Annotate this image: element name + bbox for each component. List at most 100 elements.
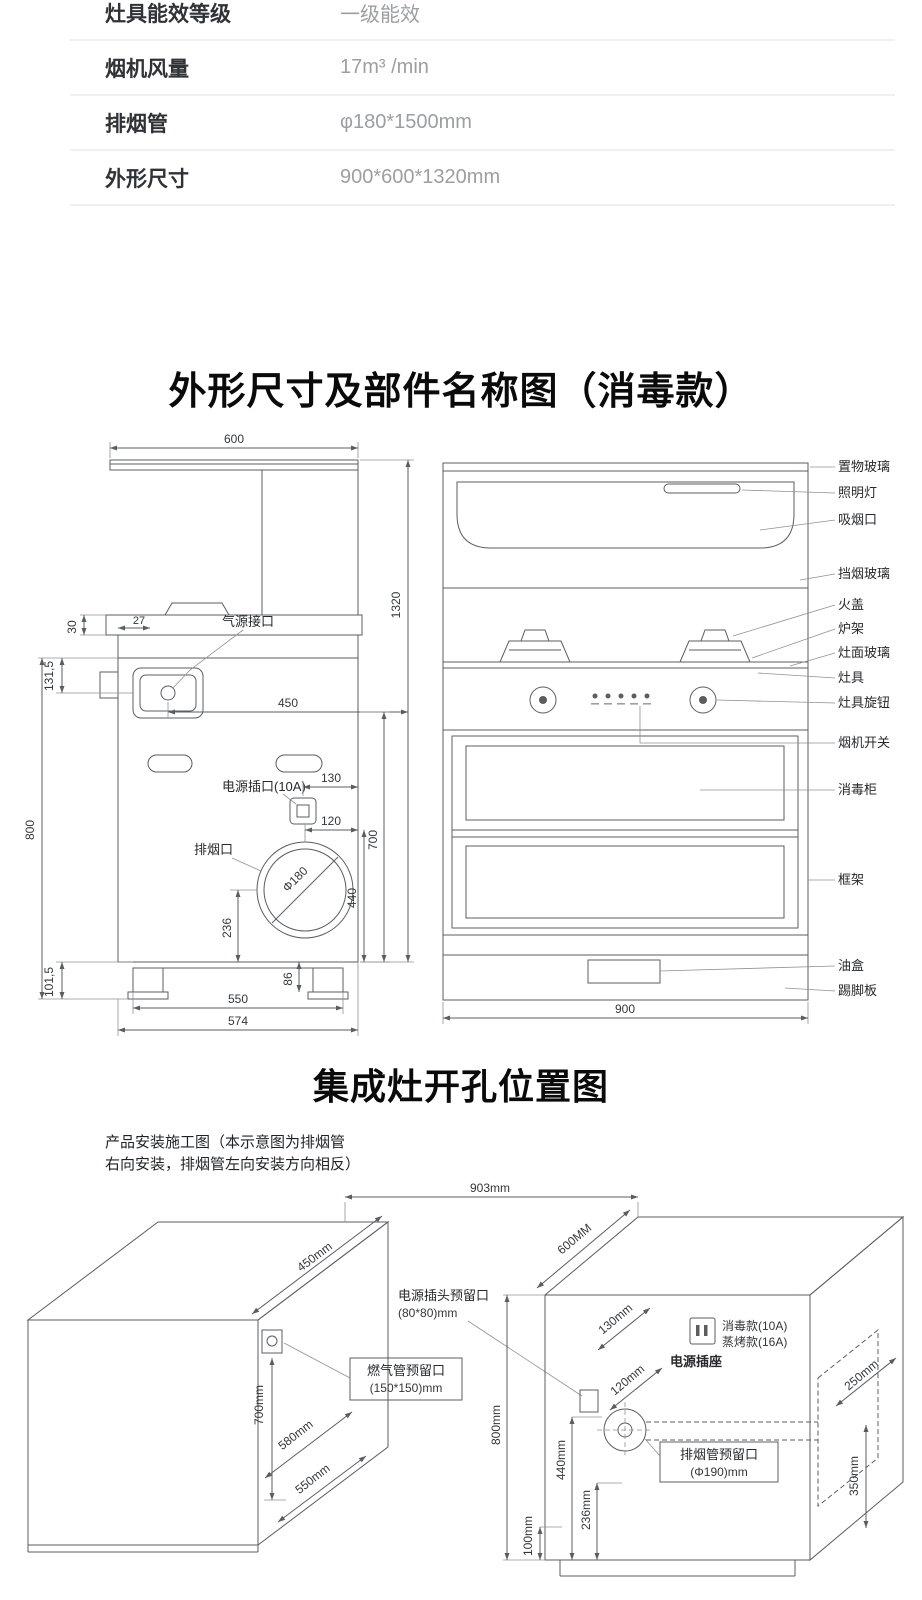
spec-row-energy: 灶具能效等级 一级能效 xyxy=(70,0,895,41)
dim-450: 450 xyxy=(278,696,298,710)
part-label: 灶具旋钮 xyxy=(838,695,890,710)
dim-700mm: 700mm xyxy=(252,1385,266,1425)
dim-800mm: 800mm xyxy=(489,1405,503,1445)
dim-236mm: 236mm xyxy=(579,1490,593,1530)
dim-550: 550 xyxy=(228,992,248,1006)
dim-580mm: 580mm xyxy=(275,1417,315,1453)
gas-reserve-label: 燃气管预留口 xyxy=(367,1363,445,1378)
spec-value: φ180*1500mm xyxy=(340,111,472,133)
plug-reserve-label: 电源插头预留口 xyxy=(398,1288,489,1303)
left-cabinet-drawing xyxy=(26,1220,390,1553)
part-label: 踢脚板 xyxy=(838,983,877,998)
dim-900: 900 xyxy=(615,1002,635,1016)
part-label: 挡烟玻璃 xyxy=(838,566,890,581)
vent-slot xyxy=(275,754,323,773)
gas-pipe-hole xyxy=(261,1329,283,1354)
spec-value: 900*600*1320mm xyxy=(340,166,501,188)
front-view-labels: 置物玻璃 照明灯 吸烟口 挡烟玻璃 火盖 炉架 灶面玻璃 灶具 灶具旋钮 烟机开… xyxy=(442,459,890,1024)
exhaust-outlet-circle xyxy=(256,841,354,939)
plug-reserve-callout: 电源插头预留口 (80*80)mm xyxy=(398,1288,599,1413)
part-label: 烟机开关 xyxy=(838,735,890,750)
part-label: 置物玻璃 xyxy=(838,459,890,474)
left-burner xyxy=(499,629,571,663)
vent-slot xyxy=(147,754,193,773)
dim-700: 700 xyxy=(366,830,380,850)
side-duct-dimensions: 250mm 350mm xyxy=(835,1357,897,1528)
dim-600mm: 600MM xyxy=(555,1221,595,1257)
install-note: 产品安装施工图（本示意图为排烟管 右向安装，排烟管左向安装方向相反） xyxy=(105,1132,360,1176)
exhaust-reserve-size: (Φ190)mm xyxy=(690,1465,748,1479)
dim-130mm: 130mm xyxy=(596,1301,636,1337)
parts-diagram: 600 1320 30 27 气源接口 131,5 800 101,5 xyxy=(23,432,890,1036)
install-diagram-title: 集成灶开孔位置图 xyxy=(312,1066,609,1107)
spec-table: 灶具能效等级 一级能效 烟机风量 17m³ /min 排烟管 φ180*1500… xyxy=(0,0,922,206)
dim-350mm: 350mm xyxy=(847,1456,861,1496)
dim-30: 30 xyxy=(65,620,79,634)
side-view-dimensions: 600 1320 30 27 气源接口 131,5 800 101,5 xyxy=(23,432,414,1036)
oil-box xyxy=(587,959,661,984)
socket-type2: 蒸烤款(16A) xyxy=(722,1334,787,1349)
power-socket-label: 电源插口(10A) xyxy=(222,779,306,794)
parts-diagram-title: 外形尺寸及部件名称图（消毒款） xyxy=(168,371,754,413)
power-socket-callout: 消毒款(10A) 蒸烤款(16A) 电源插座 xyxy=(670,1317,787,1369)
spec-row-duct: 排烟管 φ180*1500mm xyxy=(70,96,895,151)
dim-phi180: Φ180 xyxy=(280,864,311,895)
dim-600: 600 xyxy=(224,432,244,446)
left-cabinet-dimensions: 450mm 700mm 580mm 550mm xyxy=(251,1215,383,1523)
disinfection-cabinet-door xyxy=(451,735,799,929)
part-label: 吸烟口 xyxy=(838,512,877,527)
socket-label: 电源插座 xyxy=(670,1354,722,1369)
part-label: 油盒 xyxy=(838,958,864,973)
exhaust-hole xyxy=(597,1328,879,1508)
exhaust-outlet-label: 排烟口 xyxy=(194,842,233,857)
spec-label: 灶具能效等级 xyxy=(105,2,231,26)
install-note-line1: 产品安装施工图（本示意图为排烟管 xyxy=(105,1134,346,1151)
dim-100mm: 100mm xyxy=(521,1516,535,1556)
dim-130: 130 xyxy=(321,771,341,785)
socket-icon xyxy=(689,1317,716,1345)
dim-550mm: 550mm xyxy=(292,1461,332,1497)
dim-236: 236 xyxy=(220,918,234,938)
smoke-intake-opening xyxy=(456,481,795,549)
gas-reserve-size: (150*150)mm xyxy=(370,1381,443,1395)
dim-903mm: 903mm xyxy=(470,1181,510,1195)
dim-440: 440 xyxy=(345,888,359,908)
gas-reserve-callout: 燃气管预留口 (150*150)mm xyxy=(283,1342,463,1401)
dim-120mm: 120mm xyxy=(608,1362,648,1398)
power-socket-port xyxy=(289,797,317,825)
spec-label: 排烟管 xyxy=(105,112,168,136)
dim-27: 27 xyxy=(133,615,145,627)
dim-120: 120 xyxy=(321,814,341,828)
dim-101-5: 101,5 xyxy=(42,967,56,997)
right-burner xyxy=(679,629,751,663)
right-cabinet-drawing xyxy=(543,1215,905,1577)
spec-value: 17m³ /min xyxy=(340,56,429,78)
base-feet xyxy=(127,967,349,1000)
socket-type1: 消毒款(10A) xyxy=(722,1319,787,1333)
part-label: 消毒柜 xyxy=(838,782,877,797)
part-label: 灶面玻璃 xyxy=(838,645,890,660)
part-label: 火盖 xyxy=(838,597,864,612)
part-label: 灶具 xyxy=(838,670,864,685)
exhaust-reserve-label: 排烟管预留口 xyxy=(680,1447,758,1462)
dim-574: 574 xyxy=(228,1014,248,1028)
dim-450mm: 450mm xyxy=(294,1239,334,1274)
hood-switch-buttons xyxy=(591,693,651,705)
plug-reserve-size: (80*80)mm xyxy=(398,1306,457,1320)
front-view-drawing xyxy=(442,462,809,1001)
spec-row-airflow: 烟机风量 17m³ /min xyxy=(70,41,895,96)
spec-label: 外形尺寸 xyxy=(105,167,189,191)
part-label: 框架 xyxy=(838,872,864,887)
plug-hole xyxy=(579,1389,599,1413)
dim-1320: 1320 xyxy=(389,591,403,618)
part-label: 炉架 xyxy=(838,621,864,636)
dim-440mm: 440mm xyxy=(554,1440,568,1480)
install-diagram: 450mm 700mm 580mm 550mm 燃气管预留口 (150*150)… xyxy=(26,1181,905,1577)
dim-86: 86 xyxy=(281,972,295,986)
exhaust-reserve-callout: 排烟管预留口 (Φ190)mm xyxy=(644,1438,779,1483)
part-label: 照明灯 xyxy=(838,485,877,500)
install-note-line2: 右向安装，排烟管左向安装方向相反） xyxy=(105,1156,361,1173)
dim-800: 800 xyxy=(23,820,37,840)
dim-131-5: 131,5 xyxy=(42,661,56,691)
